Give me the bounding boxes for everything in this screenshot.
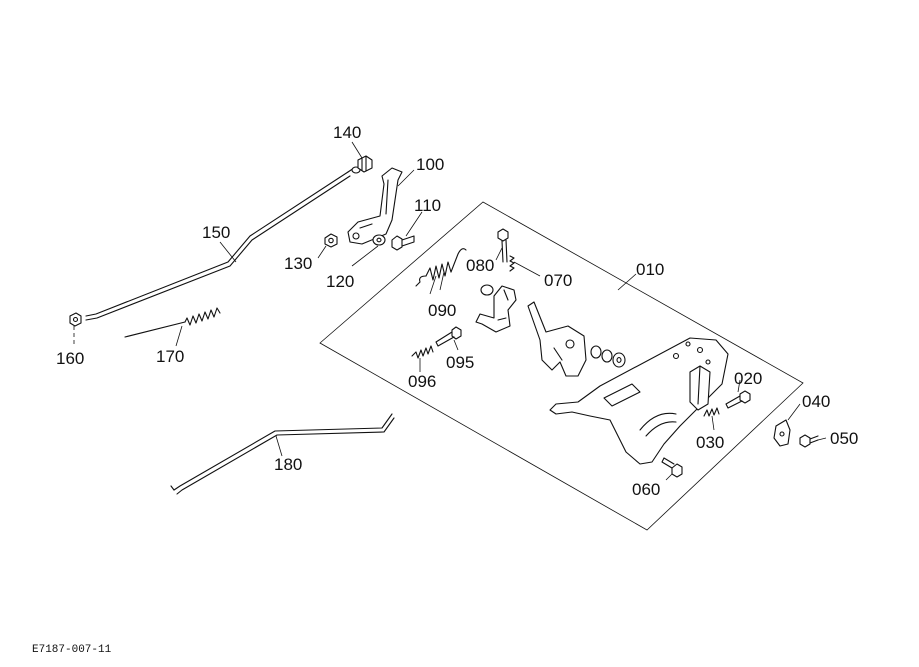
part-label-150: 150 xyxy=(202,223,230,242)
clip-140-drawing xyxy=(357,155,373,173)
lever-100-drawing xyxy=(347,167,403,245)
bolt-020-drawing xyxy=(725,390,751,409)
part-label-170: 170 xyxy=(156,347,184,366)
spring-070-drawing xyxy=(509,255,515,272)
hook-lever-drawing xyxy=(527,301,587,377)
spring-030-drawing xyxy=(703,407,720,417)
part-label-050: 050 xyxy=(830,429,858,448)
bolt-110-drawing xyxy=(391,235,415,251)
part-label-070: 070 xyxy=(544,271,572,290)
main-plate-drawing xyxy=(549,337,729,465)
spring-090-drawing xyxy=(415,248,467,287)
rod-150-drawing xyxy=(85,166,361,321)
nut-160-drawing xyxy=(69,312,82,327)
bolt-095-drawing xyxy=(435,326,462,347)
drawing-id: E7187-007-11 xyxy=(32,644,112,656)
washers-drawing xyxy=(590,345,626,368)
part-label-010: 010 xyxy=(636,260,664,279)
part-label-040: 040 xyxy=(802,392,830,411)
bolt-060-drawing xyxy=(661,457,683,478)
part-label-096: 096 xyxy=(408,372,436,391)
part-label-020: 020 xyxy=(734,369,762,388)
rod-180-drawing xyxy=(170,413,395,495)
leader-lines xyxy=(73,141,827,481)
part-label-180: 180 xyxy=(274,455,302,474)
part-label-095: 095 xyxy=(446,353,474,372)
part-label-130: 130 xyxy=(284,254,312,273)
spring-170-drawing xyxy=(124,307,221,338)
arm-bracket-drawing xyxy=(475,284,517,333)
part-label-080: 080 xyxy=(466,256,494,275)
spring-096-drawing xyxy=(411,345,434,359)
subassembly-010-boundary xyxy=(319,201,804,531)
part-label-030: 030 xyxy=(696,433,724,452)
bolt-080-drawing xyxy=(497,228,509,263)
part-label-110: 110 xyxy=(414,196,441,215)
part-label-060: 060 xyxy=(632,480,660,499)
part-label-160: 160 xyxy=(56,349,84,368)
part-label-100: 100 xyxy=(416,155,444,174)
nut-130-drawing xyxy=(324,233,338,248)
part-label-120: 120 xyxy=(326,272,354,291)
bolt-050-drawing xyxy=(799,434,819,448)
bracket-040-drawing xyxy=(773,419,791,447)
washer-120-drawing xyxy=(372,234,386,246)
part-label-090: 090 xyxy=(428,301,456,320)
part-label-140: 140 xyxy=(333,123,361,142)
